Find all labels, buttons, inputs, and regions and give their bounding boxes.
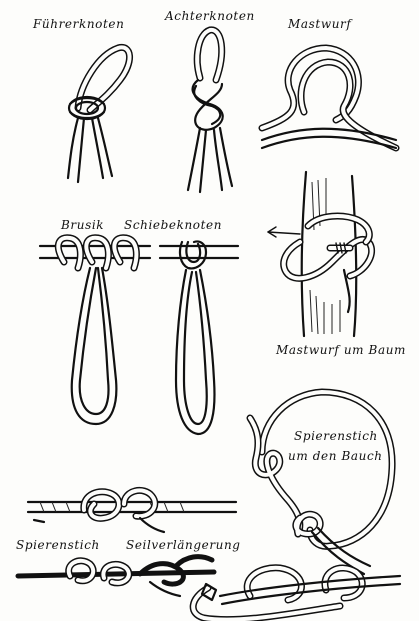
seilverlaengerung-upper-drawing (28, 490, 236, 532)
fuehrerknoten-drawing (68, 47, 130, 182)
seilverlaengerung-lower-drawing (18, 557, 214, 596)
schiebeknoten-drawing (160, 241, 238, 434)
mastwurf-drawing (262, 48, 396, 148)
brusik-drawing (40, 238, 150, 424)
achterknoten-drawing (188, 30, 232, 192)
mastwurf-baum-drawing (268, 172, 372, 336)
spierenstich-bauch-drawing (250, 392, 392, 574)
spierenstich-lower-drawing (193, 568, 400, 620)
